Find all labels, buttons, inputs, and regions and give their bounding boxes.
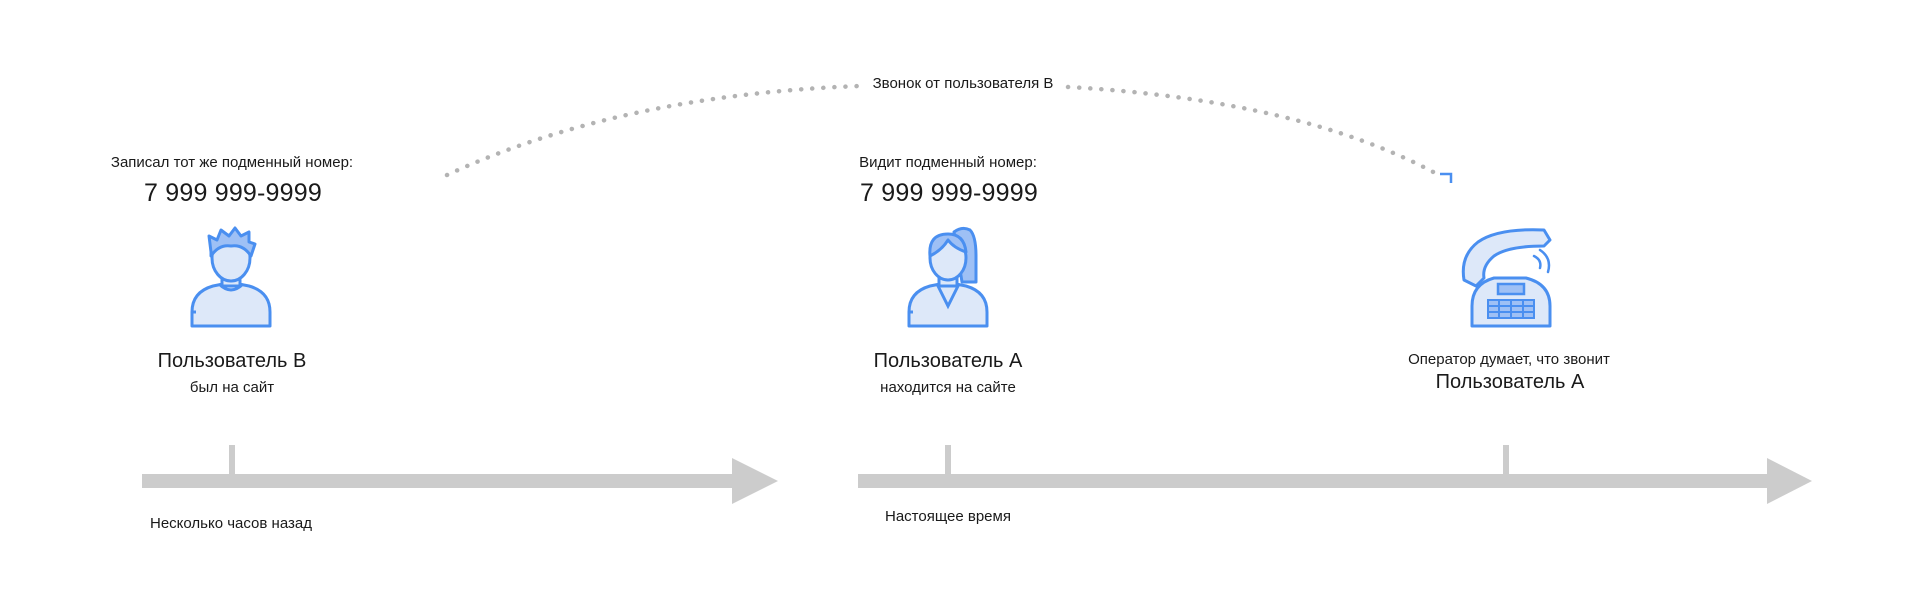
user-b-name: Пользователь В [157, 350, 307, 372]
user-b-caption: Записал тот же подменный номер: [110, 154, 354, 171]
woman-user-icon [907, 226, 989, 328]
timeline-present-tick-operator [1503, 445, 1509, 474]
operator-caption: Оператор думает, что звонит [1408, 351, 1610, 368]
call-arc-left [444, 83, 863, 178]
man-user-icon [190, 226, 272, 328]
timeline-past-arrowhead [732, 458, 778, 504]
user-a-phone: 7 999 999-9999 [860, 179, 1038, 207]
call-arc-right [1065, 84, 1440, 177]
call-arc-label: Звонок от пользователя В [872, 75, 1054, 92]
user-b-phone: 7 999 999-9999 [144, 179, 322, 207]
user-a-name: Пользователь А [873, 350, 1023, 372]
timeline-present-tick-user-a [945, 445, 951, 474]
timeline-past-label: Несколько часов назад [150, 515, 312, 532]
timeline-past-bar [142, 474, 742, 488]
timeline-present-arrowhead [1767, 458, 1812, 504]
operator-name: Пользователь А [1435, 371, 1585, 393]
call-arc-arrowhead [1440, 172, 1453, 183]
user-b-status: был на сайт [189, 379, 275, 396]
user-a-caption: Видит подменный номер: [859, 154, 1037, 171]
user-a-status: находится на сайте [880, 379, 1016, 396]
timeline-present-bar [858, 474, 1778, 488]
desk-phone-icon [1461, 228, 1552, 328]
timeline-past-tick [229, 445, 235, 474]
timeline-present-label: Настоящее время [885, 508, 1011, 525]
